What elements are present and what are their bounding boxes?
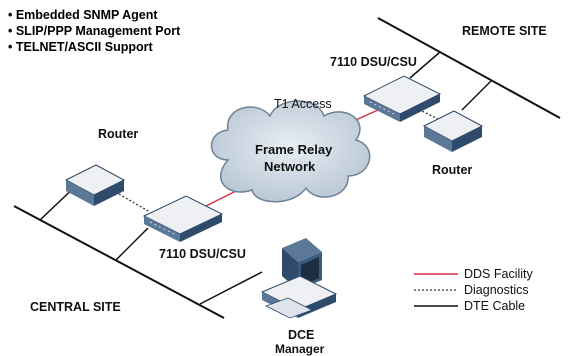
legend-label-diagnostics: Diagnostics xyxy=(464,283,529,297)
frame-relay-cloud xyxy=(210,100,371,203)
central-drop-dsu xyxy=(115,227,149,261)
remote-backbone-line xyxy=(377,17,561,119)
dsu-central-label: 7110 DSU/CSU xyxy=(159,247,246,261)
remote-site-label: REMOTE SITE xyxy=(462,24,547,38)
feature-item: • Embedded SNMP Agent xyxy=(8,8,158,22)
router-right-device xyxy=(422,110,484,152)
diagnostics-link-central xyxy=(111,189,151,213)
dce-manager-cable xyxy=(199,271,263,305)
legend-label-dte: DTE Cable xyxy=(464,299,526,313)
remote-drop-dsu xyxy=(409,51,441,79)
feature-list: • Embedded SNMP Agent • SLIP/PPP Managem… xyxy=(8,8,180,56)
cloud-label-line2: Network xyxy=(264,159,316,174)
router-right-label: Router xyxy=(432,163,473,177)
dce-manager-computer xyxy=(260,238,338,319)
dce-label-line1: DCE xyxy=(288,328,315,342)
router-left-label: Router xyxy=(98,127,139,141)
central-site-label: CENTRAL SITE xyxy=(30,300,121,314)
feature-item: • SLIP/PPP Management Port xyxy=(8,24,181,38)
cloud-label-line1: Frame Relay xyxy=(255,142,333,157)
dsu-remote-label: 7110 DSU/CSU xyxy=(330,55,417,69)
remote-drop-router xyxy=(461,79,493,111)
dsu-central-device xyxy=(142,195,224,242)
legend-label-dds: DDS Facility xyxy=(464,267,533,281)
router-left-device xyxy=(64,164,126,206)
feature-item: • TELNET/ASCII Support xyxy=(8,40,153,54)
dsu-remote-device xyxy=(362,75,442,122)
central-backbone-line xyxy=(13,205,225,319)
t1-access-label: T1 Access xyxy=(274,97,332,111)
dce-label-line2: Manager xyxy=(275,342,325,356)
